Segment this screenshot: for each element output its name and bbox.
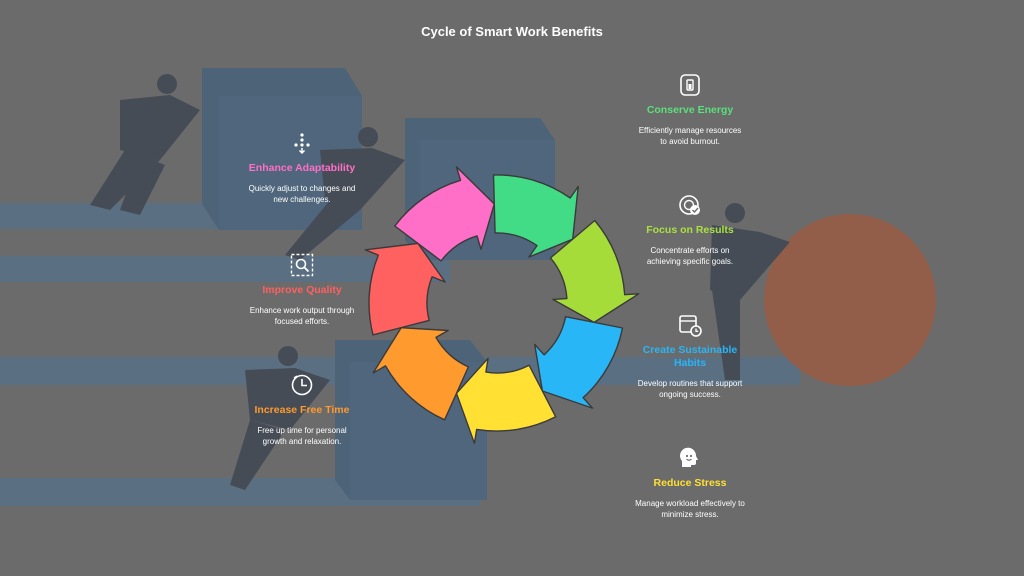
benefit-description: Manage workload effectively to minimize …	[635, 499, 745, 519]
benefit-label: Increase Free Time	[254, 404, 350, 416]
benefit-label: Improve Quality	[262, 284, 342, 296]
benefit-description: Enhance work output through focused effo…	[249, 306, 355, 326]
magnify-frame-icon	[290, 253, 314, 277]
clock-icon	[291, 374, 313, 396]
benefit-label: Reduce Stress	[653, 477, 727, 489]
cycle-arrow-reduce-stress	[455, 357, 557, 444]
benefit-label: Focus on Results	[646, 224, 734, 236]
battery-cycle-icon	[680, 74, 700, 96]
benefit-label: Enhance Adaptability	[248, 162, 356, 174]
benefit-description: Free up time for personal growth and rel…	[257, 426, 347, 446]
cycle-arrow-create-sustainable-habits	[534, 316, 624, 409]
benefit-enhance-adaptability: Enhance Adaptability Quickly adjust to c…	[247, 130, 357, 205]
benefit-focus-on-results: Focus on Results Concentrate efforts on …	[635, 192, 745, 267]
benefit-description: Concentrate efforts on achieving specifi…	[646, 246, 734, 266]
benefit-label: Create Sustainable Habits	[642, 344, 738, 369]
calendar-clock-icon	[679, 315, 702, 337]
target-check-icon	[679, 195, 700, 215]
cycle-arrow-focus-on-results	[549, 219, 640, 324]
cycle-arrow-improve-quality	[364, 242, 446, 336]
benefit-conserve-energy: Conserve Energy Efficiently manage resou…	[635, 72, 745, 147]
benefit-label: Conserve Energy	[646, 104, 734, 116]
benefit-increase-free-time: Increase Free Time Free up time for pers…	[247, 372, 357, 447]
benefit-description: Efficiently manage resources to avoid bu…	[638, 126, 742, 146]
benefit-description: Develop routines that support ongoing su…	[637, 379, 743, 399]
smiling-head-icon	[680, 447, 698, 467]
benefit-improve-quality: Improve Quality Enhance work output thro…	[247, 252, 357, 327]
benefit-description: Quickly adjust to changes and new challe…	[248, 184, 356, 204]
directions-icon	[294, 133, 310, 155]
benefit-reduce-stress: Reduce Stress Manage workload effectivel…	[635, 445, 745, 520]
page-title: Cycle of Smart Work Benefits	[421, 24, 603, 39]
benefit-create-sustainable-habits: Create Sustainable Habits Develop routin…	[635, 312, 745, 400]
cycle-arrow-enhance-adaptability	[394, 166, 495, 262]
cycle-arrow-increase-free-time	[372, 327, 470, 421]
cycle-arrow-conserve-energy	[492, 174, 579, 258]
